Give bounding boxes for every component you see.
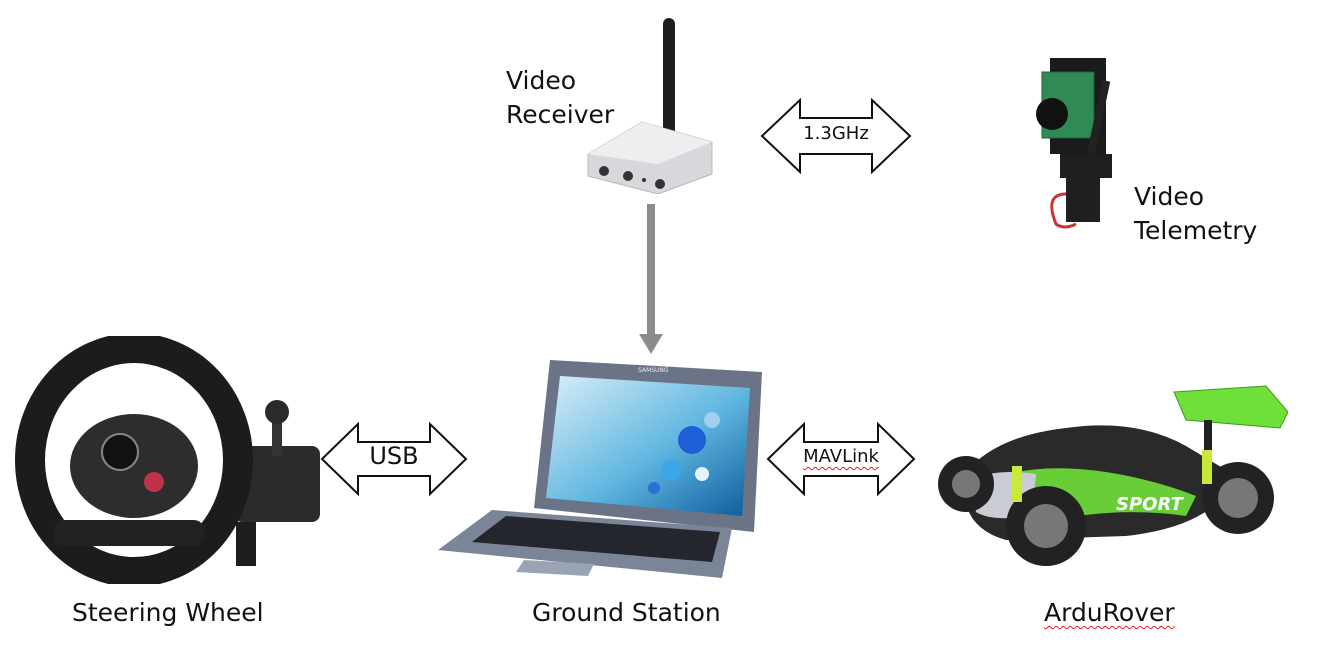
car-decal: SPORT <box>1116 494 1185 515</box>
usb-link-label: USB <box>369 442 419 470</box>
mavlink-link-label: MAVLink <box>766 446 916 467</box>
wireless-link-arrow: 1.3GHz <box>760 98 912 174</box>
steering-wheel-label: Steering Wheel <box>72 598 264 627</box>
mavlink-link-arrow: MAVLink <box>766 422 916 496</box>
laptop-brand: SAMSUNG <box>638 367 669 374</box>
video-receiver-label: Video Receiver <box>506 64 614 132</box>
antenna <box>663 18 675 138</box>
video-receiver-label-line2: Receiver <box>506 100 615 129</box>
ardurover-image: SPORT <box>938 385 1288 566</box>
video-telemetry-label: Video Telemetry <box>1134 180 1257 248</box>
down-arrow <box>639 204 663 354</box>
steering-wheel-image <box>15 336 320 584</box>
video-telemetry-label-line2: Telemetry <box>1134 216 1258 245</box>
ardurover-label: ArduRover <box>1044 598 1175 627</box>
ground-station-image: SAMSUNG <box>438 360 762 578</box>
video-telemetry-label-line1: Video <box>1134 182 1205 211</box>
ground-station-label: Ground Station <box>532 598 721 627</box>
video-telemetry-image <box>1036 58 1112 229</box>
mavlink-link-text: MAVLink <box>803 446 879 467</box>
wireless-link-label: 1.3GHz <box>803 123 869 144</box>
usb-link-arrow: USB <box>320 422 468 496</box>
video-receiver-image <box>587 18 713 194</box>
receiver-top <box>588 122 712 164</box>
video-receiver-label-line1: Video <box>506 66 577 95</box>
